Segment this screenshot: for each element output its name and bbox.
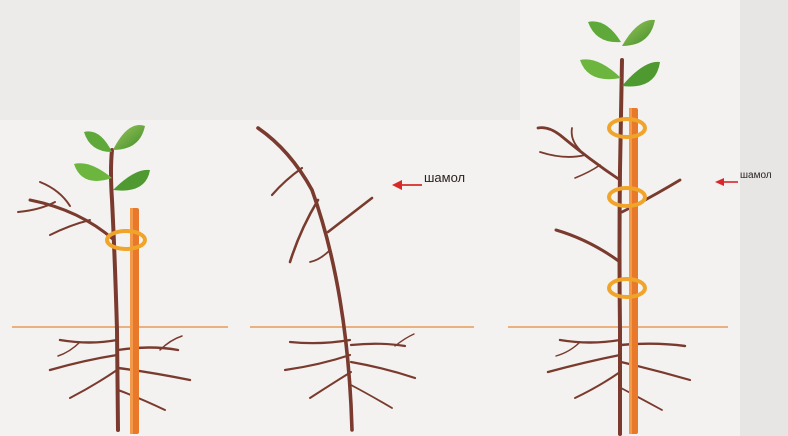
wind-label-middle: шамол: [424, 170, 465, 185]
background-edge: [740, 0, 788, 436]
wind-label-right: шамол: [740, 170, 772, 181]
stake-3-highlight: [629, 108, 632, 434]
stake-1-highlight: [130, 208, 133, 434]
background-strip: [0, 0, 520, 120]
